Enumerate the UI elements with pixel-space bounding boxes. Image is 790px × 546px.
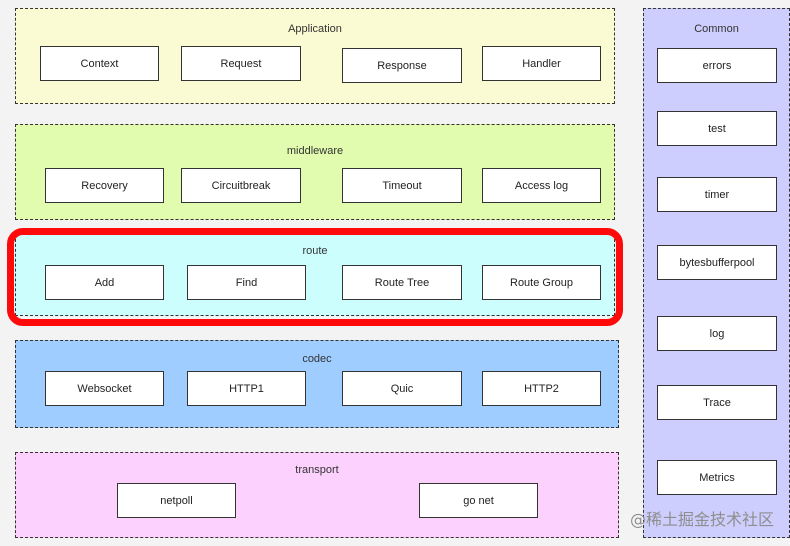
netpoll-box: netpoll: [117, 483, 236, 518]
codec-layer-title: codec: [302, 353, 332, 365]
circuitbreak-box: Circuitbreak: [181, 168, 301, 203]
http1-box: HTTP1: [187, 371, 306, 406]
context-box: Context: [40, 46, 159, 81]
handler-box: Handler: [482, 46, 601, 81]
bytesbufferpool-box: bytesbufferpool: [657, 245, 777, 280]
middleware-layer-title: middleware: [286, 145, 344, 157]
metrics-box: Metrics: [657, 460, 777, 495]
quic-box: Quic: [342, 371, 462, 406]
find-box: Find: [187, 265, 306, 300]
route-tree-box: Route Tree: [342, 265, 462, 300]
log-box: log: [657, 316, 777, 351]
test-box: test: [657, 111, 777, 146]
timer-box: timer: [657, 177, 777, 212]
add-box: Add: [45, 265, 164, 300]
websocket-box: Websocket: [45, 371, 164, 406]
request-box: Request: [181, 46, 301, 81]
go-net-box: go net: [419, 483, 538, 518]
recovery-box: Recovery: [45, 168, 164, 203]
route-layer-title: route: [302, 245, 328, 257]
application-layer-title: Application: [288, 23, 342, 35]
http2-box: HTTP2: [482, 371, 601, 406]
response-box: Response: [342, 48, 462, 83]
timeout-box: Timeout: [342, 168, 462, 203]
common-layer-title: Common: [694, 23, 739, 35]
watermark-text: @稀土掘金技术社区: [629, 510, 774, 529]
errors-box: errors: [657, 48, 777, 83]
route-group-box: Route Group: [482, 265, 601, 300]
trace-box: Trace: [657, 385, 777, 420]
transport-layer-title: transport: [295, 464, 339, 476]
access-log-box: Access log: [482, 168, 601, 203]
